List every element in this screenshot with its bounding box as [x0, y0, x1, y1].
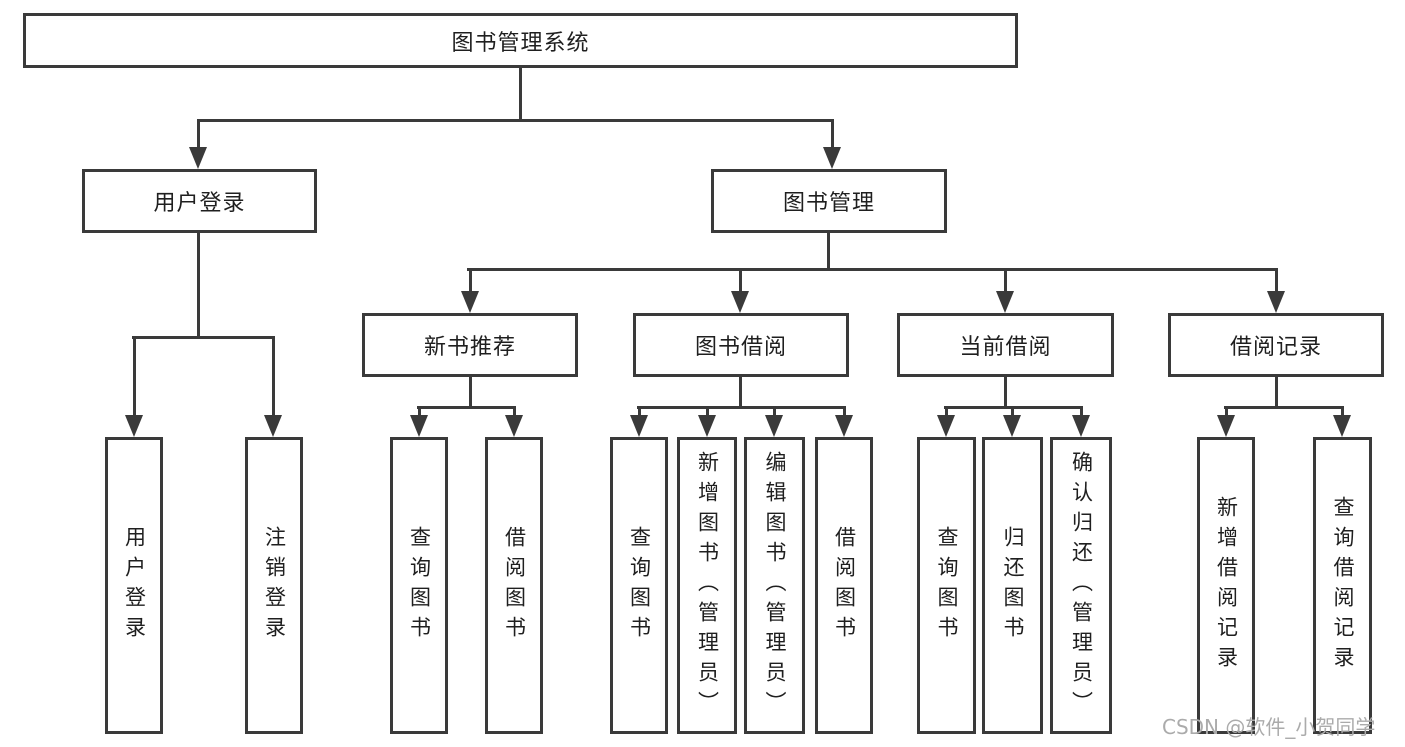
leaf-label: 用户登录 [122, 525, 147, 646]
arrow-down-icon [1003, 415, 1021, 437]
arrow-down-icon [1217, 415, 1235, 437]
leaf-label: 查询图书 [935, 525, 959, 646]
arrow-down-icon [461, 291, 479, 313]
connector-drop [513, 406, 516, 418]
connector-drop [1225, 406, 1228, 418]
node-borrowing-records: 借阅记录 [1168, 313, 1384, 377]
csdn-watermark: CSDN @软件_小贺同学 [1162, 715, 1376, 739]
node-book-management: 图书管理 [711, 169, 947, 233]
leaf-label: 注销登录 [262, 525, 287, 646]
connector-drop-book-mgmt [831, 119, 834, 150]
connector-bookborrow-hline [637, 406, 846, 409]
connector-bookborrow-stem [739, 377, 742, 409]
arrow-down-icon [823, 147, 841, 169]
arrow-down-icon [765, 415, 783, 437]
connector-records-stem [1275, 377, 1278, 409]
arrow-down-icon [1267, 291, 1285, 313]
leaf-label: 归还图书 [1001, 525, 1025, 646]
leaf-label: 查询图书 [627, 525, 652, 646]
arrow-down-icon [731, 291, 749, 313]
connector-drop [1341, 406, 1344, 418]
connector-drop-login-leaf [133, 336, 136, 418]
connector-newbook-stem [469, 377, 472, 409]
connector-drop [843, 406, 846, 418]
connector-root-hline [197, 119, 834, 122]
leaf-query-books: 查询图书 [610, 437, 668, 734]
connector-drop-new-book [469, 268, 472, 293]
connector-drop-borrow-records [1275, 268, 1278, 293]
node-label: 借阅记录 [1229, 335, 1322, 360]
node-book-borrowing: 图书借阅 [633, 313, 849, 377]
leaf-query-borrow-record: 查询借阅记录 [1313, 437, 1372, 734]
connector-drop [638, 406, 641, 418]
connector-drop [945, 406, 948, 418]
connector-drop [1080, 406, 1083, 418]
node-new-book-recommend: 新书推荐 [362, 313, 578, 377]
arrow-down-icon [835, 415, 853, 437]
connector-drop-book-borrow [739, 268, 742, 293]
connector-drop-logout-leaf [272, 336, 275, 418]
node-label: 图书借阅 [694, 335, 787, 360]
node-label: 图书管理系统 [451, 30, 590, 56]
leaf-label: 查询图书 [407, 525, 432, 646]
node-user-login: 用户登录 [82, 169, 317, 233]
connector-user-stem [197, 233, 200, 339]
arrow-down-icon [937, 415, 955, 437]
connector-records-hline [1224, 406, 1344, 409]
leaf-logout: 注销登录 [245, 437, 303, 734]
leaf-confirm-return-admin: 确认归还（管理员） [1050, 437, 1112, 734]
arrow-down-icon [1333, 415, 1351, 437]
leaf-label: 查询借阅记录 [1331, 495, 1355, 676]
leaf-label: 借阅图书 [832, 525, 857, 646]
connector-currentborrow-stem [1004, 377, 1007, 409]
leaf-query-books: 查询图书 [390, 437, 448, 734]
connector-drop [418, 406, 421, 418]
leaf-add-books-admin: 新增图书（管理员） [677, 437, 737, 734]
leaf-label: 新增借阅记录 [1214, 495, 1239, 676]
leaf-edit-books-admin: 编辑图书（管理员） [744, 437, 805, 734]
arrow-down-icon [1072, 415, 1090, 437]
connector-drop [1011, 406, 1014, 418]
arrow-down-icon [505, 415, 523, 437]
arrow-down-icon [264, 415, 282, 437]
node-library-system: 图书管理系统 [23, 13, 1018, 68]
connector-user-hline [132, 336, 275, 339]
leaf-borrow-books: 借阅图书 [485, 437, 543, 734]
connector-root-stem [519, 68, 522, 122]
leaf-label: 确认归还（管理员） [1069, 450, 1094, 721]
arrow-down-icon [410, 415, 428, 437]
leaf-user-login: 用户登录 [105, 437, 163, 734]
leaf-label: 编辑图书（管理员） [763, 450, 787, 721]
leaf-add-borrow-record: 新增借阅记录 [1197, 437, 1255, 734]
connector-drop [773, 406, 776, 418]
node-label: 当前借阅 [959, 335, 1052, 360]
leaf-borrow-books: 借阅图书 [815, 437, 873, 734]
arrow-down-icon [996, 291, 1014, 313]
connector-newbook-hline [417, 406, 516, 409]
node-label: 用户登录 [153, 191, 246, 216]
connector-drop-user-login [197, 119, 200, 150]
node-label: 新书推荐 [423, 335, 516, 360]
node-label: 图书管理 [782, 191, 875, 216]
leaf-label: 新增图书（管理员） [695, 450, 720, 721]
arrow-down-icon [125, 415, 143, 437]
leaf-query-books: 查询图书 [917, 437, 976, 734]
connector-mgmt-stem [827, 233, 830, 271]
leaf-return-books: 归还图书 [982, 437, 1043, 734]
connector-mgmt-hline [467, 268, 1278, 271]
connector-drop [706, 406, 709, 418]
arrow-down-icon [189, 147, 207, 169]
connector-drop-current-borrow [1004, 268, 1007, 293]
leaf-label: 借阅图书 [502, 525, 527, 646]
arrow-down-icon [630, 415, 648, 437]
arrow-down-icon [698, 415, 716, 437]
node-current-borrowing: 当前借阅 [897, 313, 1114, 377]
